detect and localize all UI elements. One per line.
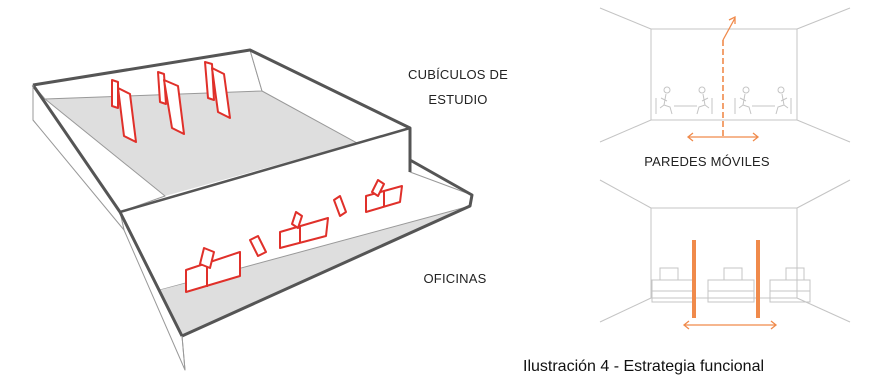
office-partition: [185, 251, 241, 293]
room-back-wall: [650, 207, 798, 299]
movable-wall-indicator: [686, 15, 760, 142]
up-arrow-shaft: [722, 17, 736, 41]
office-partition: [371, 179, 385, 197]
figure-caption: Ilustración 4 - Estrategia funcional: [523, 358, 765, 375]
move-arrow-right-head: [770, 320, 778, 330]
office-partition: [199, 247, 215, 269]
room-back-wall: [650, 28, 798, 121]
label-paredes-moviles: PAREDES MÓVILES: [644, 154, 770, 169]
movable-wall-indicator: [682, 240, 778, 330]
cubicle-partitions: [111, 61, 231, 143]
cubicle-partition: [117, 87, 137, 143]
upper-slab-edge: [119, 126, 411, 214]
label-cubiculos-line2: ESTUDIO: [428, 92, 488, 107]
seated-people: [655, 86, 792, 115]
lower-floor-visible: [160, 206, 470, 336]
move-arrow-left-head: [686, 132, 694, 142]
office-partition: [291, 211, 303, 229]
room-sketch-top: [599, 7, 851, 143]
cubicle-partition: [111, 79, 119, 109]
upper-back-wall: [32, 49, 263, 100]
office-partition: [279, 217, 329, 249]
room-sketch-bottom: [599, 179, 851, 323]
move-arrow-right-head: [752, 132, 760, 142]
move-arrow-left-head: [682, 320, 690, 330]
base-corner-line: [181, 335, 186, 371]
up-arrow-head: [728, 15, 736, 24]
lower-outline: [181, 158, 474, 338]
label-cubiculos-line1: CUBÍCULOS DE: [408, 67, 508, 82]
cubicle-partition: [211, 67, 231, 119]
label-oficinas: OFICINAS: [423, 271, 487, 286]
building-outline-top: [32, 48, 412, 172]
isometric-building: [31, 48, 474, 371]
office-desks: [651, 267, 811, 303]
label-cubiculos: CUBÍCULOS DE ESTUDIO: [388, 62, 528, 112]
office-partitions: [185, 179, 403, 293]
office-partition: [249, 235, 267, 257]
cubicle-partition: [163, 79, 185, 135]
office-partition: [333, 195, 347, 217]
